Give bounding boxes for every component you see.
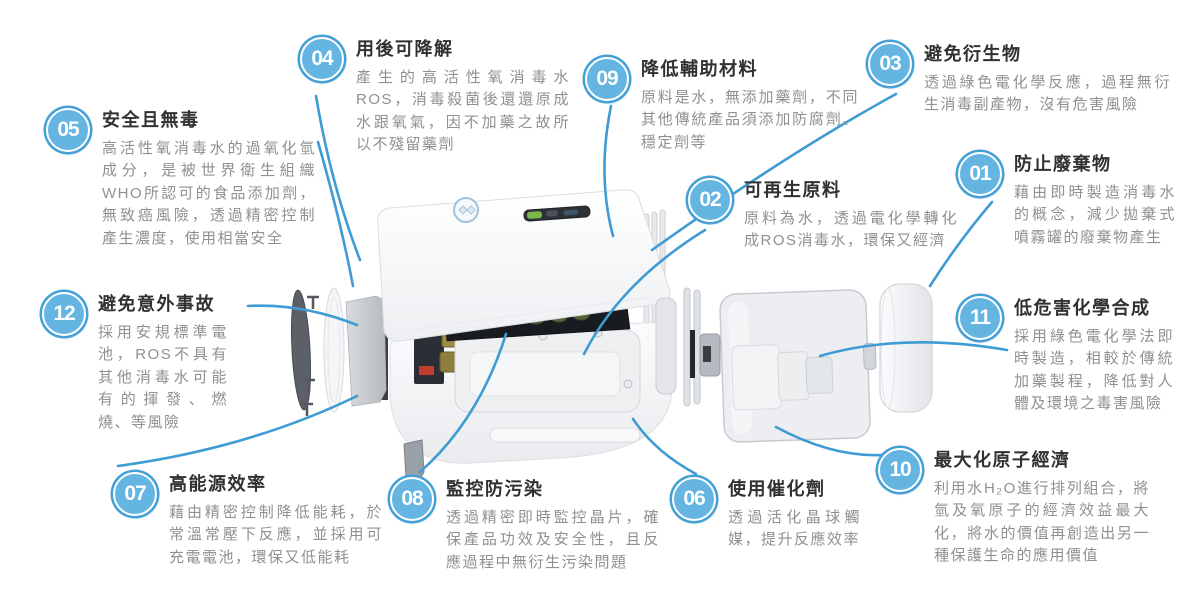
- badge-03: 03: [868, 42, 912, 86]
- badge-number: 01: [969, 162, 991, 185]
- badge-number: 12: [53, 302, 75, 325]
- callout-title: 監控防污染: [446, 479, 544, 499]
- line-12: [246, 304, 359, 327]
- callout-body: 產生的高活性氧消毒水ROS，消毒殺菌後還還原成水跟氧氣，因不加藥之故所以不殘留藥…: [356, 68, 570, 154]
- callout-11: 11 低危害化學合成 採用綠色電化學法即時製造，相較於傳統加藥製程，降低對人體及…: [958, 296, 1174, 416]
- callout-body: 藉由精密控制降低能耗，於常溫常壓下反應，並採用可充電電池，環保又低能耗: [169, 503, 383, 566]
- badge-08: 08: [390, 477, 434, 521]
- callout-body: 原料是水，無添加藥劑，不同其他傳統產品須添加防腐劑、穩定劑等: [641, 88, 859, 151]
- callout-body: 利用水H₂O進行排列組合，將氫及氧原子的經濟效益最大化，將水的價值再創造出另一種…: [934, 479, 1150, 565]
- line-01: [928, 200, 994, 288]
- callout-title: 高能源效率: [169, 474, 267, 494]
- badge-number: 05: [57, 118, 79, 141]
- line-04: [314, 94, 362, 262]
- callout-10: 10 最大化原子經濟 利用水H₂O進行排列組合，將氫及氧原子的經濟效益最大化，將…: [878, 448, 1150, 568]
- badge-10: 10: [878, 448, 922, 492]
- line-09: [603, 104, 615, 238]
- electrode-module: [454, 328, 641, 413]
- badge-09: 09: [585, 57, 629, 101]
- callout-title: 避免衍生物: [924, 44, 1022, 64]
- callout-07: 07 高能源效率 藉由精密控制降低能耗，於常溫常壓下反應，並採用可充電電池，環保…: [113, 472, 383, 569]
- callout-title: 防止廢棄物: [1014, 154, 1112, 174]
- callout-body: 透過精密即時監控晶片，確保產品功效及安全性，且反應過程中無衍生污染問題: [446, 508, 660, 571]
- line-08: [418, 332, 508, 474]
- control-strip: [523, 205, 591, 222]
- badge-number: 08: [401, 487, 423, 510]
- callout-03: 03 避免衍生物 透過綠色電化學反應，過程無衍生消毒副產物，沒有危害風險: [868, 42, 1171, 117]
- badge-number: 02: [699, 188, 721, 211]
- callout-body: 高活性氧消毒水的過氧化氫成分，是被世界衛生組織WHO所認可的食品添加劑，無致癌風…: [102, 139, 316, 247]
- shell-handle-ridge: [489, 427, 641, 443]
- badge-07: 07: [113, 472, 157, 516]
- line-03: [650, 92, 898, 252]
- badge-number: 06: [683, 487, 705, 510]
- badge-number: 09: [596, 67, 618, 90]
- callout-title: 用後可降解: [356, 39, 454, 59]
- callout-body: 藉由即時製造消毒水的概念，減少拋棄式噴霧罐的廢棄物產生: [1014, 183, 1176, 246]
- spray-bottle: [719, 289, 877, 443]
- badge-number: 10: [889, 458, 911, 481]
- line-07: [116, 394, 359, 468]
- line-11: [818, 340, 1009, 358]
- badge-01: 01: [958, 152, 1002, 196]
- callout-body: 原料為水，透過電化學轉化成ROS消毒水，環保又經濟: [744, 209, 958, 250]
- callout-09: 09 降低輔助材料 原料是水，無添加藥劑，不同其他傳統產品須添加防腐劑、穩定劑等: [585, 57, 859, 154]
- line-06: [631, 417, 698, 476]
- badge-number: 04: [311, 47, 333, 70]
- connector-lines: [116, 92, 1009, 476]
- battery-block: [345, 295, 388, 407]
- badge-02: 02: [688, 178, 732, 222]
- badge-05: 05: [46, 108, 90, 152]
- callout-body: 透過綠色電化學反應，過程無衍生消毒副產物，沒有危害風險: [924, 73, 1171, 114]
- line-02: [582, 228, 707, 356]
- callout-title: 降低輔助材料: [641, 59, 758, 79]
- screws: [301, 295, 319, 416]
- badge-12: 12: [42, 292, 86, 336]
- callout-12: 12 避免意外事故 採用安規標準電池，ROS不具有其他消毒水可能有的揮發、燃燒、…: [42, 292, 228, 434]
- badge-number: 07: [124, 482, 146, 505]
- callout-title: 避免意外事故: [98, 294, 215, 314]
- callout-body: 透過活化晶球觸媒，提升反應效率: [728, 508, 861, 549]
- top-cover: [377, 189, 671, 342]
- callout-title: 可再生原料: [744, 180, 842, 200]
- callout-02: 02 可再生原料 原料為水，透過電化學轉化成ROS消毒水，環保又經濟: [688, 178, 958, 253]
- callout-01: 01 防止廢棄物 藉由即時製造消毒水的概念，減少拋棄式噴霧罐的廢棄物產生: [958, 152, 1176, 249]
- callout-body: 採用安規標準電池，ROS不具有其他消毒水可能有的揮發、燃燒、等風險: [98, 323, 228, 431]
- callout-title: 最大化原子經濟: [934, 450, 1071, 470]
- callout-06: 06 使用催化劑 透過活化晶球觸媒，提升反應效率: [672, 477, 861, 552]
- white-gasket-disc: [323, 287, 345, 413]
- callout-title: 使用催化劑: [728, 479, 826, 499]
- badge-11: 11: [958, 296, 1002, 340]
- badge-number: 03: [879, 52, 901, 75]
- callout-05: 05 安全且無毒 高活性氧消毒水的過氧化氫成分，是被世界衛生組織WHO所認可的食…: [46, 108, 316, 250]
- badge-04: 04: [300, 37, 344, 81]
- callout-title: 安全且無毒: [102, 110, 200, 130]
- callout-title: 低危害化學合成: [1014, 298, 1151, 318]
- callout-04: 04 用後可降解 產生的高活性氧消毒水ROS，消毒殺菌後還還原成水跟氧氣，因不加…: [300, 37, 570, 157]
- callout-body: 採用綠色電化學法即時製造，相較於傳統加藥製程，降低對人體及環境之毒害風險: [1014, 327, 1174, 413]
- line-05: [316, 140, 355, 288]
- outlet-flange: [655, 287, 721, 407]
- callout-08: 08 監控防污染 透過精密即時監控晶片，確保產品功效及安全性，且反應過程中無衍生…: [390, 477, 660, 574]
- badge-number: 11: [969, 306, 991, 329]
- badge-06: 06: [672, 477, 716, 521]
- right-end-cap: [879, 283, 933, 413]
